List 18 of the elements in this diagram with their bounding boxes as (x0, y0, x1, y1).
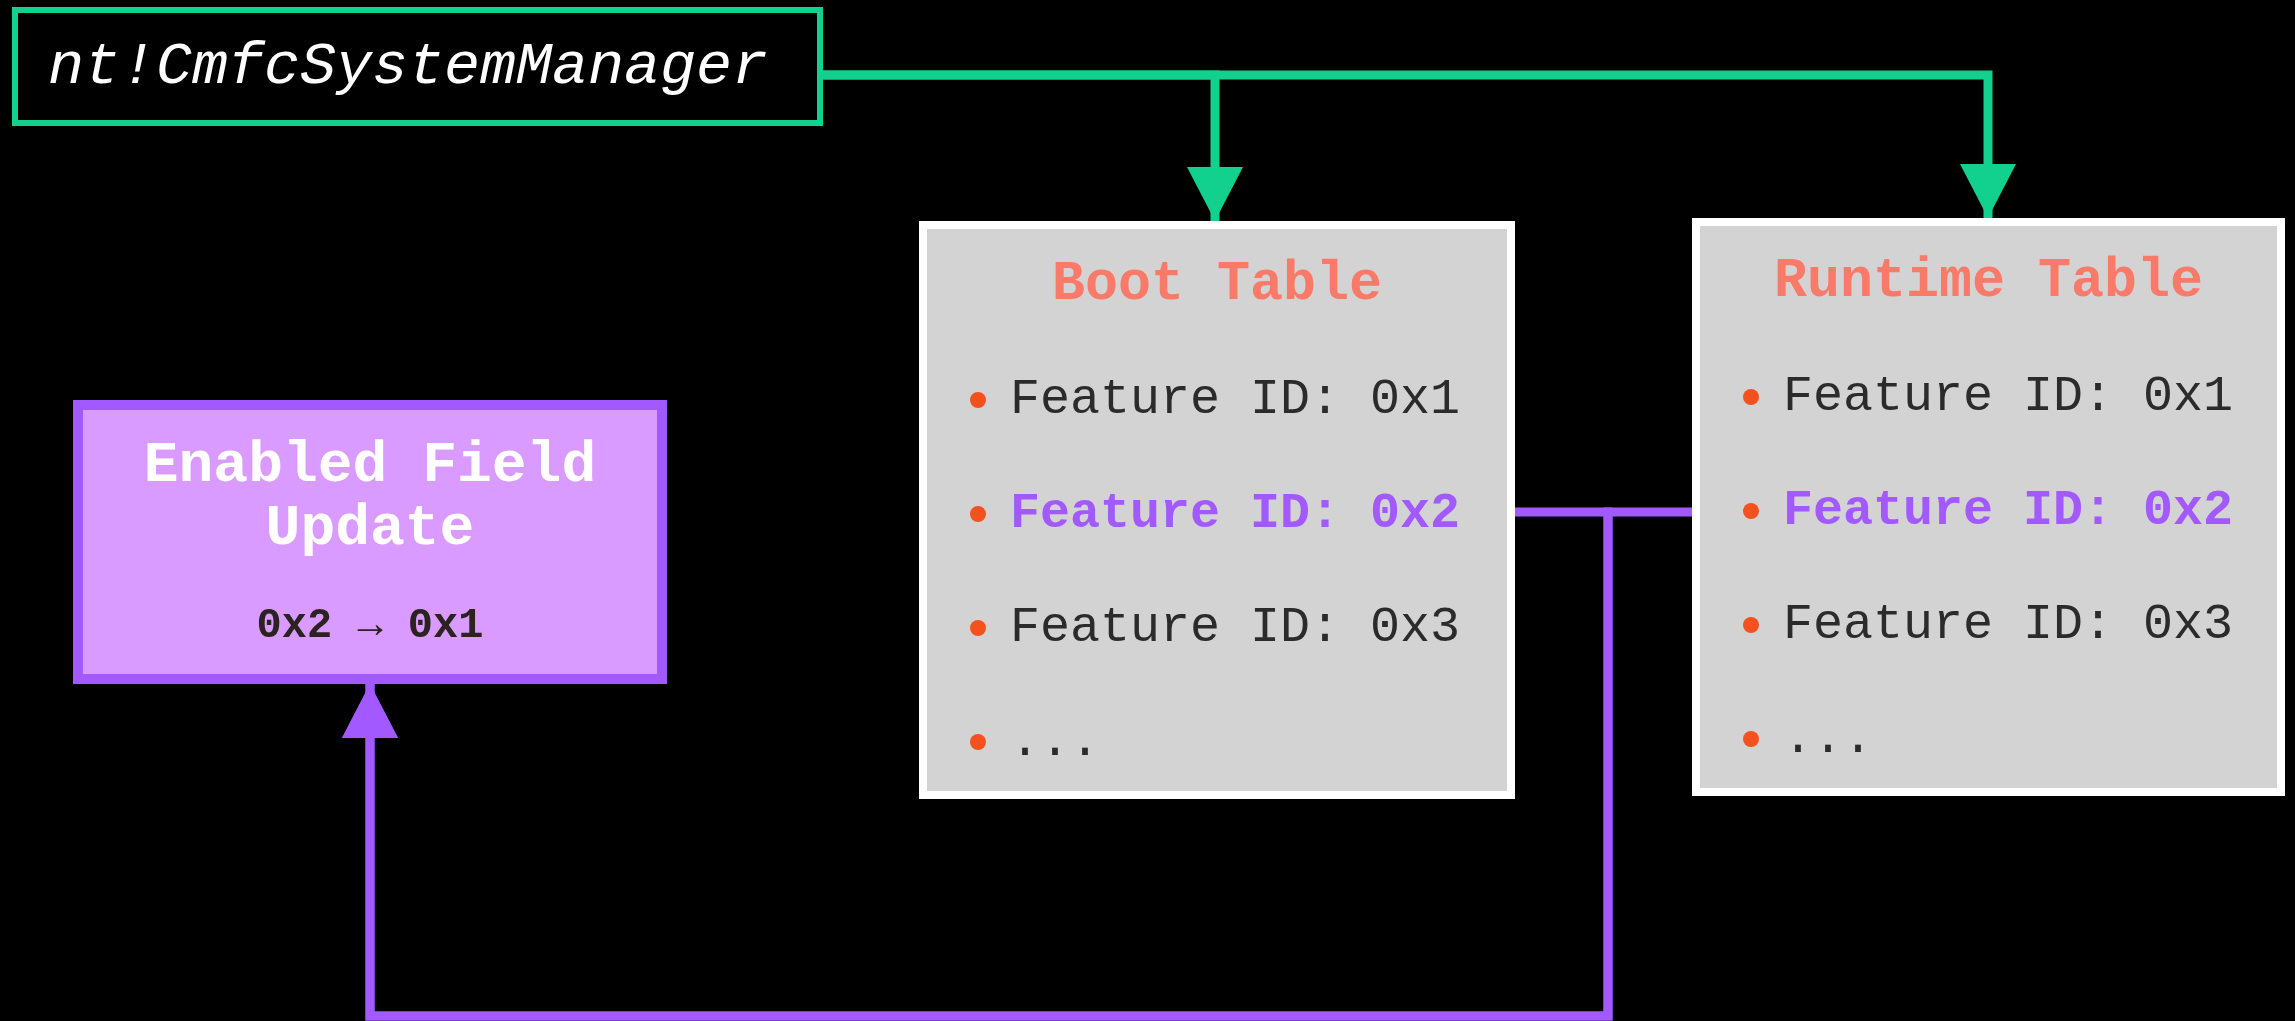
feature-entry: ... (1010, 717, 1100, 767)
feature-entry: Feature ID: 0x2 (1783, 486, 2234, 536)
table-box (1692, 218, 2285, 796)
value-change-text: 0x2 → 0x1 (256, 605, 484, 647)
feature-entry: Feature ID: 0x2 (1010, 489, 1461, 539)
table-title: Boot Table (1051, 257, 1383, 312)
connector-arrow (823, 70, 2016, 218)
feature-entry: Feature ID: 0x3 (1010, 603, 1461, 653)
update-box (73, 400, 667, 684)
function-box (12, 7, 823, 126)
table-title: Runtime Table (1773, 254, 2204, 309)
feature-entry: Feature ID: 0x1 (1010, 375, 1461, 425)
feature-entry: ... (1783, 714, 1873, 764)
box-title: Enabled Field Update (142, 434, 598, 560)
table-box (919, 221, 1515, 799)
feature-entry: Feature ID: 0x1 (1783, 372, 2234, 422)
feature-entry: Feature ID: 0x3 (1783, 600, 2234, 650)
function-name: nt!CmfcSystemManager (48, 36, 769, 97)
